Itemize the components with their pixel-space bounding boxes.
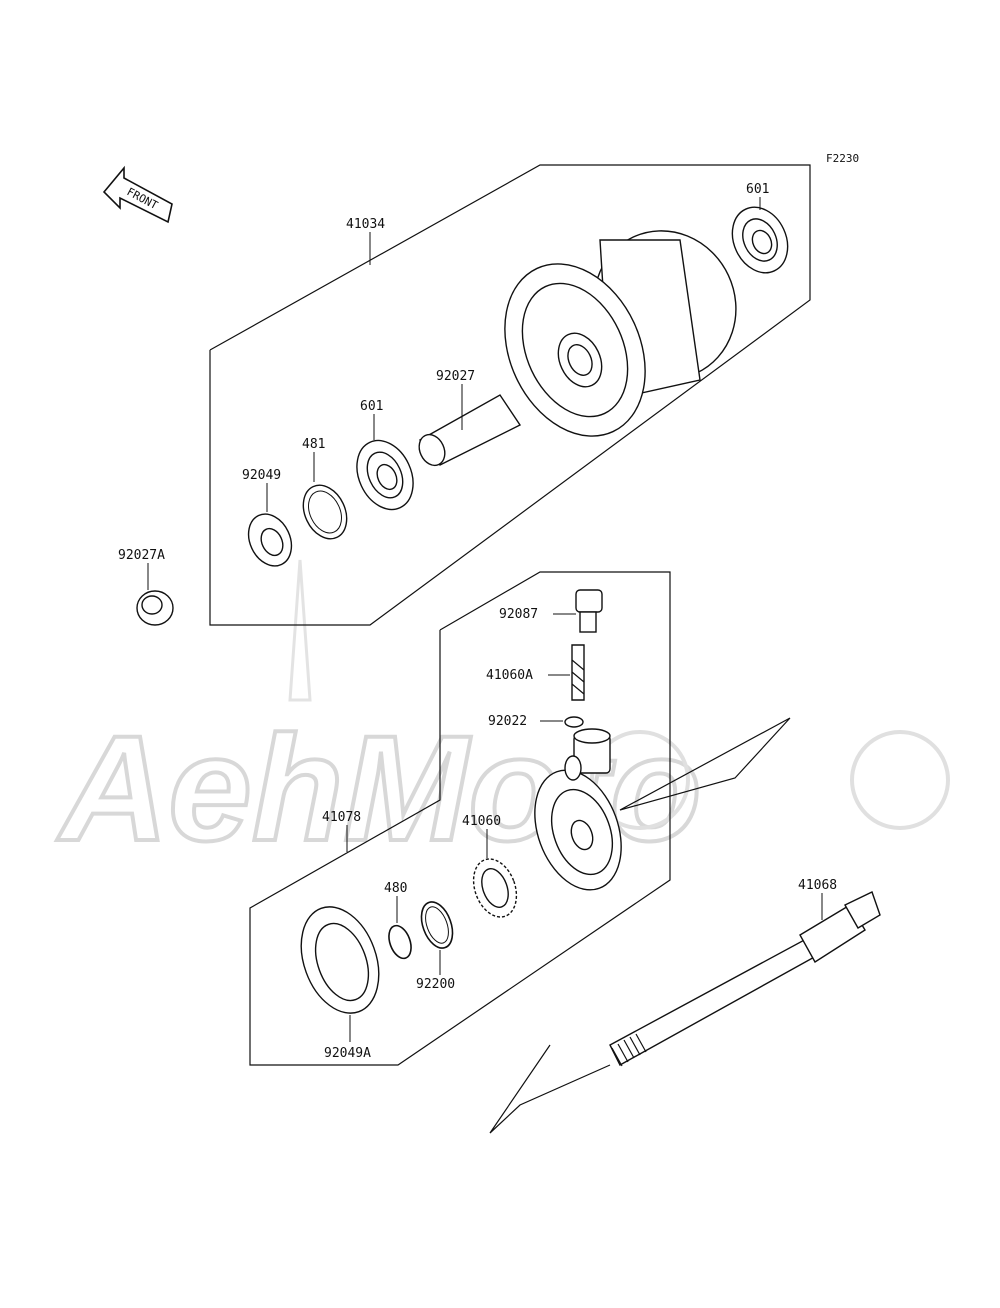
- label-92027: 92027: [436, 369, 475, 384]
- label-41060A: 41060A: [486, 668, 533, 683]
- label-601-right: 601: [746, 182, 769, 197]
- label-41060: 41060: [462, 814, 501, 829]
- label-92087: 92087: [499, 607, 538, 622]
- collar-92027: [418, 394, 522, 467]
- bracket-41078: [249, 571, 671, 1066]
- hub-41034: [504, 230, 737, 437]
- label-41068: 41068: [798, 878, 837, 893]
- bearing-601-left: [356, 439, 414, 511]
- pinion-41060A: [571, 644, 585, 701]
- label-601-left: 601: [360, 399, 383, 414]
- label-41034: 41034: [346, 217, 385, 232]
- label-92049A: 92049A: [324, 1046, 371, 1061]
- washer-92022: [564, 716, 584, 728]
- label-92022: 92022: [488, 714, 527, 729]
- cap-92087: [575, 589, 603, 633]
- label-92049: 92049: [242, 468, 281, 483]
- shim-92200: [420, 901, 454, 949]
- projection-line-lower: [489, 1044, 611, 1134]
- seal-92049: [247, 513, 293, 567]
- front-arrow-icon: FRONT: [102, 165, 173, 224]
- projection-line-upper: [619, 717, 791, 811]
- speedometer-housing: [534, 728, 622, 891]
- drive-gear-41060: [472, 858, 518, 918]
- label-481: 481: [302, 437, 325, 452]
- seal-92049A: [300, 906, 380, 1014]
- diagram-code: F2230: [826, 152, 859, 165]
- axle-41068: [609, 891, 881, 1067]
- circlip-480: [388, 924, 412, 960]
- label-92200: 92200: [416, 977, 455, 992]
- label-480: 480: [384, 881, 407, 896]
- bracket-41034: [209, 164, 811, 626]
- label-92027A: 92027A: [118, 548, 165, 563]
- bearing-601-right: [731, 206, 789, 274]
- label-41078: 41078: [322, 810, 361, 825]
- circlip-481: [302, 484, 348, 540]
- collar-92027A: [136, 590, 174, 626]
